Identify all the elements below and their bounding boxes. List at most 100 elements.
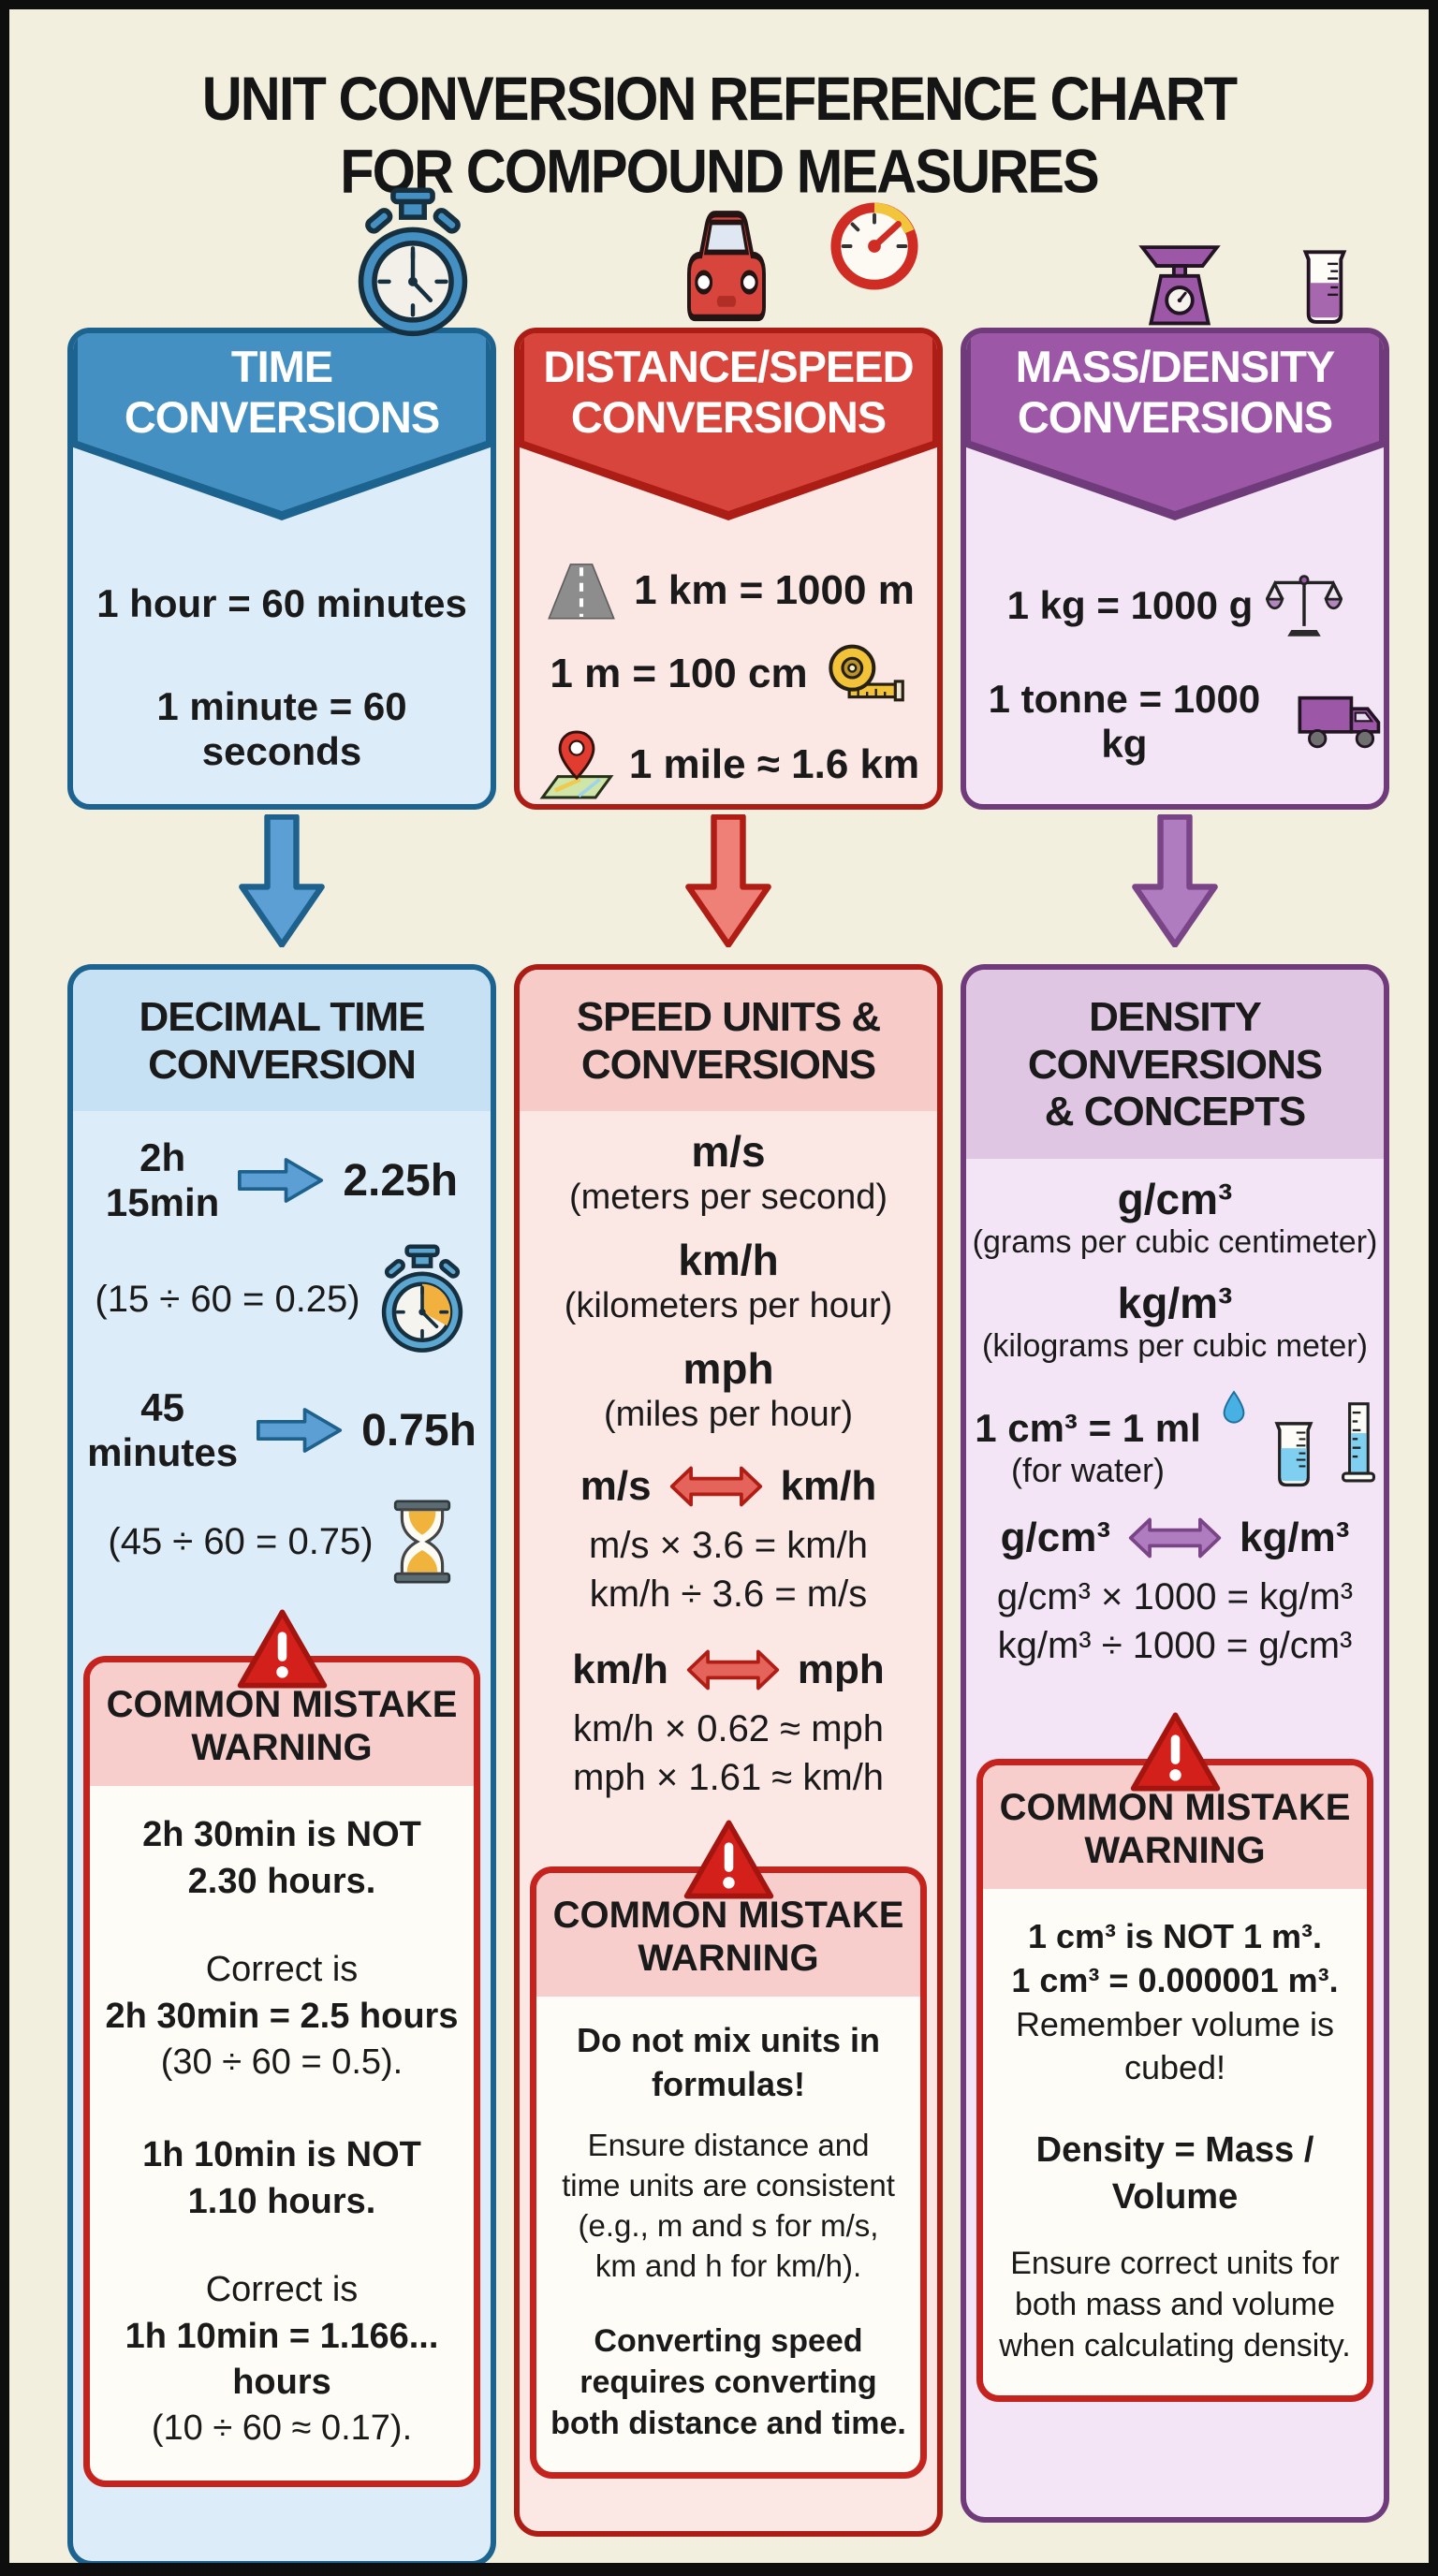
kg-fact-row: 1 kg = 1000 g [1007, 572, 1343, 639]
right-arrow-icon [238, 1158, 324, 1204]
conv2-right: mph [797, 1647, 885, 1693]
double-arrow-icon [669, 1467, 762, 1507]
stopwatch-icon [358, 187, 468, 337]
beaker-icon [1302, 250, 1347, 324]
speed-summary-card: DISTANCE/SPEED CONVERSIONS 1 km = 1000 m… [514, 328, 943, 810]
mass-warning-p1b: Remember volume is cubed! [1015, 2004, 1335, 2087]
speed-warning-p1: Do not mix units in formulas! [577, 2021, 880, 2104]
mass-conv-left: g/cm³ [1000, 1514, 1110, 1560]
example-2-from: 45 minutes [87, 1384, 239, 1475]
example-2-note: (45 ÷ 60 = 0.75) [108, 1520, 374, 1562]
road-icon [548, 564, 616, 620]
mass-fact-2: 1 tonne = 1000 kg [988, 677, 1261, 766]
density-title: DENSITY CONVERSIONS & CONCEPTS [1027, 994, 1323, 1135]
down-arrow-icon [239, 814, 325, 947]
speed-warning-p3: Converting speed requires converting bot… [550, 2322, 906, 2441]
stopwatch-small-icon [381, 1244, 462, 1353]
time-fact-1: 1 hour = 60 minutes [96, 581, 467, 625]
ms-kmh-formulas: m/s × 3.6 = km/h km/h ÷ 3.6 = m/s [589, 1525, 868, 1616]
density-card: DENSITY CONVERSIONS & CONCEPTS g/cm³ (gr… [961, 964, 1389, 2523]
unit-kgm3-desc: (kilograms per cubic meter) [982, 1328, 1368, 1365]
kitchen-scale-icon [1138, 245, 1221, 326]
mass-summary-card: MASS/DENSITY CONVERSIONS 1 kg = 1000 g [961, 328, 1389, 810]
time-summary-card: TIME CONVERSIONS 1 hour = 60 minutes 1 m… [67, 328, 496, 810]
map-pin-icon [539, 730, 614, 799]
unit-ms-desc: (meters per second) [568, 1177, 888, 1217]
unit-kgm3: kg/m³ (kilograms per cubic meter) [982, 1280, 1368, 1367]
speed-units-card-header: SPEED UNITS & CONVERSIONS [520, 970, 937, 1112]
decimal-time-title: DECIMAL TIME CONVERSION [139, 994, 426, 1088]
mile-fact-row: 1 mile ≈ 1.6 km [537, 726, 919, 803]
time-warning-p4-pre: Correct is [205, 2270, 359, 2310]
mass-header: MASS/DENSITY CONVERSIONS [1015, 342, 1336, 442]
tape-measure-icon [828, 644, 904, 702]
hourglass-icon [393, 1500, 450, 1584]
speed-fact-3: 1 mile ≈ 1.6 km [628, 741, 920, 787]
example-1-from: 2h 15min [105, 1135, 220, 1225]
balance-scale-icon [1266, 575, 1343, 637]
unit-gcm3: g/cm³ (grams per cubic centimeter) [973, 1176, 1378, 1263]
speed-header: DISTANCE/SPEED CONVERSIONS [543, 342, 914, 442]
time-fact-2: 1 minute = 60 seconds [156, 684, 407, 773]
mass-warning-title: COMMON MISTAKE WARNING [999, 1786, 1351, 1871]
down-arrow-icon [685, 814, 771, 947]
warning-triangle-icon [1130, 1712, 1220, 1792]
decimal-time-card-header: DECIMAL TIME CONVERSION [73, 970, 491, 1112]
speed-warning-p2: Ensure distance and time units are consi… [562, 2128, 895, 2283]
ms-kmh-conversion-row: m/s km/h [580, 1463, 877, 1510]
example-2-row: 45 minutes 0.75h [87, 1385, 477, 1476]
mass-warning-box: COMMON MISTAKE WARNING 1 cm³ is NOT 1 m³… [976, 1758, 1373, 2402]
speed-column: DISTANCE/SPEED CONVERSIONS 1 km = 1000 m… [514, 202, 943, 2537]
conv1-right: km/h [780, 1463, 877, 1510]
kmh-mph-formulas: km/h × 0.62 ≈ mph mph × 1.61 ≈ km/h [572, 1708, 885, 1799]
example-2-to: 0.75h [361, 1405, 477, 1456]
mass-warning-p1: 1 cm³ is NOT 1 m³. 1 cm³ = 0.000001 m³. [1011, 1916, 1339, 1999]
mass-column: MASS/DENSITY CONVERSIONS 1 kg = 1000 g [961, 245, 1389, 2523]
unit-mph: mph (miles per hour) [604, 1345, 853, 1437]
speed-fact-2: 1 m = 100 cm [550, 651, 808, 696]
time-column: TIME CONVERSIONS 1 hour = 60 minutes 1 m… [67, 187, 496, 2563]
example-2-note-row: (45 ÷ 60 = 0.75) [108, 1492, 455, 1591]
unit-kgm3-name: kg/m³ [1117, 1278, 1233, 1327]
double-arrow-icon [1128, 1517, 1222, 1559]
conv1-left: m/s [580, 1463, 652, 1510]
cm3-ml-row: 1 cm³ = 1 ml (for water) [975, 1389, 1375, 1490]
cm3-ml-equation: 1 cm³ = 1 ml [975, 1405, 1201, 1450]
unit-gcm3-name: g/cm³ [1117, 1174, 1233, 1223]
time-warning-p4-note: (10 ÷ 60 ≈ 0.17). [151, 2408, 413, 2449]
truck-icon [1298, 695, 1381, 749]
speed-units-card: SPEED UNITS & CONVERSIONS m/s (meters pe… [514, 964, 943, 2537]
example-1-to: 2.25h [343, 1155, 459, 1206]
time-warning-p4-main: 1h 10min = 1.166... hours [125, 2316, 439, 2402]
km-fact-row: 1 km = 1000 m [542, 560, 915, 622]
time-warning-p2-pre: Correct is [205, 1950, 359, 1990]
double-arrow-icon [686, 1650, 780, 1690]
cm3-ml-note: (for water) [1010, 1450, 1166, 1489]
unit-ms: m/s (meters per second) [569, 1128, 888, 1220]
example-1-note-row: (15 ÷ 60 = 0.25) [95, 1243, 468, 1357]
example-1-row: 2h 15min 2.25h [106, 1135, 458, 1226]
unit-kmh-name: km/h [678, 1236, 779, 1285]
mass-warning-p2: Density = Mass / Volume [1035, 2130, 1314, 2217]
down-arrow-icon [1132, 814, 1218, 947]
speedometer-icon [830, 202, 918, 290]
warning-triangle-icon [237, 1609, 327, 1689]
decimal-time-card: DECIMAL TIME CONVERSION 2h 15min 2.25h (… [67, 964, 496, 2563]
unit-ms-name: m/s [691, 1127, 766, 1177]
time-warning-box: COMMON MISTAKE WARNING 2h 30min is NOT 2… [83, 1656, 480, 2487]
conv2-left: km/h [572, 1647, 668, 1693]
example-1-note: (15 ÷ 60 = 0.25) [95, 1279, 360, 1321]
density-card-header: DENSITY CONVERSIONS & CONCEPTS [966, 970, 1384, 1159]
right-arrow-icon [257, 1408, 343, 1453]
time-header: TIME CONVERSIONS [124, 342, 440, 442]
unit-kmh-desc: (kilometers per hour) [564, 1285, 893, 1325]
water-drop-icon [1223, 1390, 1245, 1424]
density-formulas: g/cm³ × 1000 = kg/m³ kg/m³ ÷ 1000 = g/cm… [996, 1575, 1354, 1666]
unit-gcm3-desc: (grams per cubic centimeter) [972, 1224, 1378, 1261]
beaker-water-icon [1274, 1422, 1313, 1487]
unit-kmh: km/h (kilometers per hour) [565, 1237, 893, 1328]
time-warning-p1: 2h 30min is NOT 2.30 hours. [142, 1815, 421, 1901]
gcm3-kgm3-conversion-row: g/cm³ kg/m³ [1001, 1515, 1350, 1561]
mass-fact-1: 1 kg = 1000 g [1006, 583, 1254, 627]
